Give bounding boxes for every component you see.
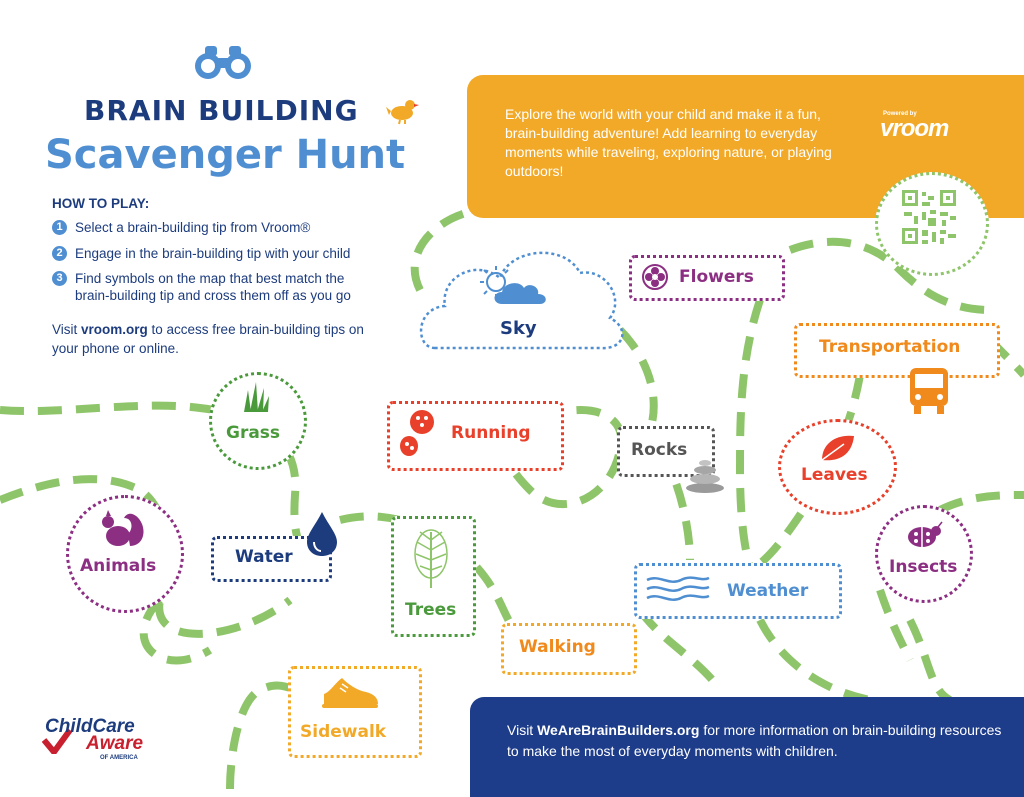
rocks-label: Rocks xyxy=(631,440,688,460)
running-label: Running xyxy=(451,423,531,443)
logo-aware: Aware xyxy=(86,733,144,754)
title-line2: Scavenger Hunt xyxy=(45,132,406,178)
how-to-play-heading: HOW TO PLAY: xyxy=(52,196,150,211)
step-text: Engage in the brain-building tip with yo… xyxy=(75,246,351,261)
water-label: Water xyxy=(235,547,293,567)
step-number: 2 xyxy=(52,246,67,261)
ladybug-icon xyxy=(908,521,943,547)
walking-box xyxy=(501,623,637,675)
flower-icon xyxy=(642,264,668,290)
flowers-label: Flowers xyxy=(679,267,754,287)
bus-icon xyxy=(910,368,948,414)
footer-box xyxy=(470,697,1024,797)
visit-suffix: to access free brain-building tips on yo… xyxy=(52,322,364,356)
transportation-box xyxy=(794,323,1000,378)
vroom-logo: vroom xyxy=(880,115,949,142)
logo-of-america: OF AMERICA xyxy=(100,755,138,761)
powered-by-label: Powered by xyxy=(883,111,917,117)
bird-icon xyxy=(386,100,419,125)
grass-circle xyxy=(209,372,307,470)
title-line1: BRAIN BUILDING xyxy=(84,94,359,127)
tree-icon xyxy=(414,529,448,588)
sky-label: Sky xyxy=(500,318,537,339)
vroom-link[interactable]: vroom.org xyxy=(81,322,148,337)
transportation-label: Transportation xyxy=(819,337,961,357)
visit-prefix: Visit xyxy=(52,322,82,337)
leaves-label: Leaves xyxy=(801,465,868,485)
footer-suffix: for more information on brain-building r… xyxy=(507,722,1002,759)
footer-prefix: Visit xyxy=(507,722,538,738)
sidewalk-box xyxy=(288,666,422,758)
step-text: Select a brain-building tip from Vroom® xyxy=(75,220,311,235)
animals-label: Animals xyxy=(80,556,157,576)
footer-text: Visit WeAreBrainBuilders.org for more in… xyxy=(507,720,1007,762)
squirrel-icon xyxy=(102,510,144,546)
animals-circle xyxy=(66,495,184,613)
weather-label: Weather xyxy=(727,581,809,601)
insects-circle xyxy=(875,505,973,603)
step-2: 2 Engage in the brain-building tip with … xyxy=(52,245,350,262)
binoculars-icon xyxy=(195,46,251,79)
step-number: 1 xyxy=(52,220,67,235)
leaf-icon xyxy=(821,435,854,461)
qr-code-icon[interactable] xyxy=(900,188,958,246)
insects-label: Insects xyxy=(889,557,958,577)
brainbuilders-link[interactable]: WeAreBrainBuilders.org xyxy=(537,722,700,738)
grass-label: Grass xyxy=(226,423,281,443)
walking-label: Walking xyxy=(519,637,596,657)
sun-cloud-icon xyxy=(480,266,546,304)
intro-text: Explore the world with your child and ma… xyxy=(505,106,832,179)
trees-label: Trees xyxy=(405,600,457,620)
stacked-rocks-icon xyxy=(686,460,724,493)
water-drop-icon xyxy=(307,512,337,556)
step-3: 3 Find symbols on the map that best matc… xyxy=(52,270,372,304)
step-text: Find symbols on the map that best match … xyxy=(75,271,351,303)
grass-icon xyxy=(244,382,269,412)
shoe-icon xyxy=(322,678,378,708)
logo-childcare: ChildCare xyxy=(45,716,135,737)
step-1: 1 Select a brain-building tip from Vroom… xyxy=(52,219,310,236)
visit-vroom-text: Visit vroom.org to access free brain-bui… xyxy=(52,320,392,358)
sidewalk-label: Sidewalk xyxy=(300,722,387,742)
shoeprint-icon xyxy=(400,410,434,456)
step-number: 3 xyxy=(52,271,67,286)
trees-box xyxy=(391,516,476,637)
wind-icon xyxy=(646,576,710,601)
leaves-circle xyxy=(778,419,897,515)
checkmark-logo-icon xyxy=(42,728,72,754)
